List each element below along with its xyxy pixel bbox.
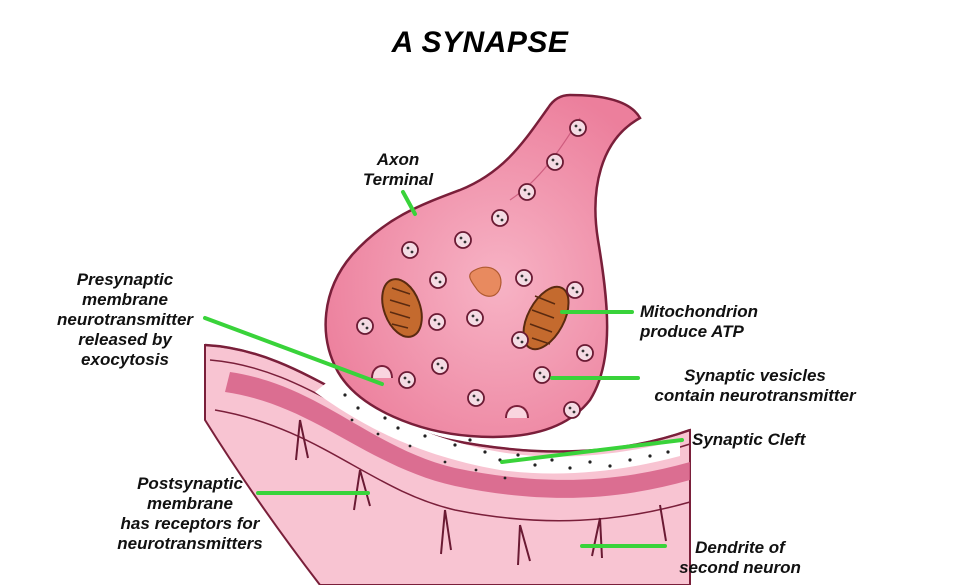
- label-synaptic-cleft: Synaptic Cleft: [692, 430, 806, 449]
- label-postsynaptic-membrane: Postsynaptic membrane has receptors for …: [117, 474, 263, 553]
- axon-terminal: [324, 93, 642, 439]
- leader-axon-terminal: [401, 190, 417, 216]
- synaptic-cleft: [315, 380, 680, 480]
- label-mitochondrion: Mitochondrion produce ATP: [640, 302, 759, 341]
- diagram-title: A SYNAPSE: [391, 26, 569, 59]
- vesicle-contents: [361, 124, 589, 414]
- label-synaptic-vesicles: Synaptic vesicles contain neurotransmitt…: [654, 366, 856, 405]
- label-dendrite: Dendrite of second neuron: [679, 538, 801, 577]
- label-presynaptic-membrane: Presynaptic membrane neurotransmitter re…: [56, 270, 194, 369]
- leader-lines: [203, 190, 684, 548]
- mitochondrion-right: [522, 285, 570, 351]
- mitochondrion-left: [381, 278, 423, 338]
- synaptic-vesicles: [356, 119, 594, 419]
- label-axon-terminal: Axon Terminal: [362, 150, 434, 189]
- leader-cleft: [500, 438, 684, 464]
- leader-presynaptic: [203, 316, 384, 386]
- organelle: [469, 266, 502, 297]
